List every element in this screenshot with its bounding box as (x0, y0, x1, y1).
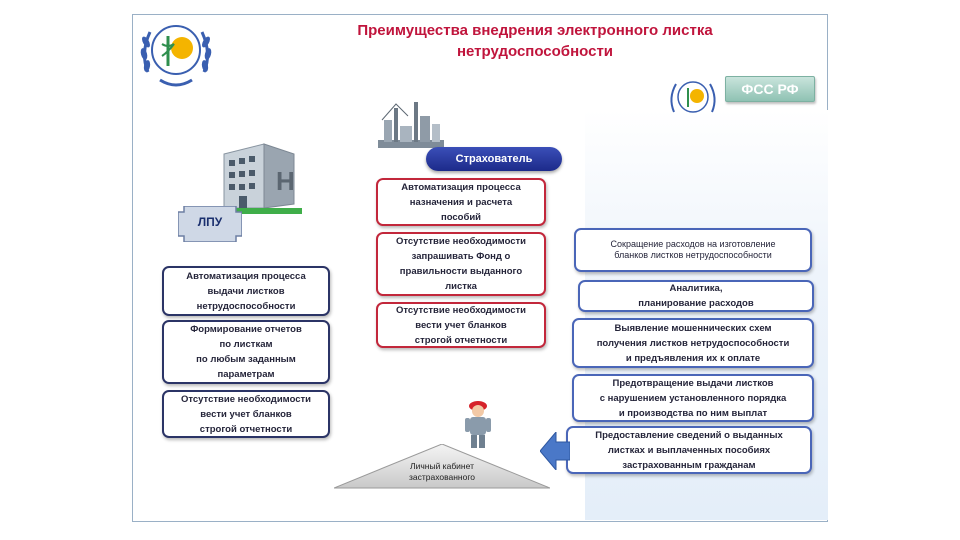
lpu-badge-shape (178, 206, 242, 242)
personal-cabinet-label[interactable]: Личный кабинет застрахованного (380, 461, 504, 483)
box-line: вести учет бланков (415, 319, 507, 331)
box-line: запрашивать Фонд о (411, 251, 511, 262)
insured-person-icon (465, 401, 491, 448)
fss-benefit-prevention: Предотвращение выдачи листков с нарушени… (572, 374, 814, 422)
personal-cabinet-shape (334, 444, 550, 489)
box-line: застрахованным гражданам (622, 459, 756, 471)
box-line: Сокращение расходов на изготовление (610, 239, 776, 249)
box-line: Отсутствие необходимости (395, 304, 527, 316)
fss-benefit-cost-reduction: Сокращение расходов на изготовление блан… (574, 228, 812, 272)
box-line: листка (445, 281, 477, 292)
lpu-benefit-automation: Автоматизация процесса выдачи листков не… (162, 266, 330, 316)
box-line: нетрудоспособности (196, 300, 296, 312)
box-line: и предъявления их к оплате (625, 352, 761, 364)
box-line: строгой отчетности (414, 334, 508, 346)
box-line: бланков листков нетрудоспособности (614, 250, 772, 260)
hospital-building-icon: Н (220, 143, 302, 214)
insurer-benefit-automation: Автоматизация процесса назначения и расч… (376, 178, 546, 226)
lpu-benefit-no-blank-accounting: Отсутствие необходимости вести учет блан… (162, 390, 330, 438)
slide-title: Преимущества внедрения электронного лист… (300, 20, 770, 62)
title-line-2: нетрудоспособности (456, 43, 614, 60)
insurer-benefit-no-blank-accounting: Отсутствие необходимости вести учет блан… (376, 302, 546, 348)
box-line: Предоставление сведений о выданных (595, 429, 783, 441)
box-line: планирование расходов (638, 298, 754, 309)
fss-benefit-info-provision: Предоставление сведений о выданных листк… (566, 426, 812, 474)
fund-emblem-logo (140, 25, 212, 87)
cabinet-line-1: Личный кабинет (410, 461, 474, 471)
box-line: пособий (440, 211, 482, 223)
box-line: вести учет бланков (200, 408, 292, 420)
factory-icon (378, 102, 444, 148)
insurer-benefit-no-fund-requests: Отсутствие необходимости запрашивать Фон… (376, 232, 546, 296)
box-line: и производства по ним выплат (618, 407, 768, 419)
box-line: Отсутствие необходимости (180, 393, 312, 405)
box-line: Аналитика, (669, 283, 723, 294)
box-line: по листкам (219, 339, 273, 350)
fss-benefit-analytics: Аналитика, планирование расходов (578, 280, 814, 312)
title-line-1: Преимущества внедрения электронного лист… (357, 22, 713, 39)
insurer-badge[interactable]: Страхователь (426, 147, 562, 171)
fss-logo-icon (670, 81, 716, 113)
box-line: Отсутствие необходимости (395, 236, 527, 247)
box-line: Предотвращение выдачи листков (612, 377, 774, 389)
fss-rf-button[interactable]: ФСС РФ (725, 76, 815, 102)
box-line: с нарушением установленного порядка (599, 392, 787, 404)
box-line: выдачи листков (207, 285, 285, 297)
box-line: по любым заданным (196, 354, 296, 365)
box-line: Автоматизация процесса (401, 181, 521, 193)
hospital-letter: Н (276, 166, 295, 196)
box-line: листках и выплаченных пособиях (607, 444, 771, 456)
lpu-benefit-reports: Формирование отчетов по листкам по любым… (162, 320, 330, 384)
box-line: правильности выданного (399, 266, 523, 277)
box-line: Формирование отчетов (190, 324, 302, 335)
lpu-label: ЛПУ (197, 215, 223, 229)
cabinet-line-2: застрахованного (408, 472, 475, 482)
box-line: строгой отчетности (199, 423, 293, 435)
box-line: Автоматизация процесса (186, 270, 306, 282)
fss-benefit-fraud-detection: Выявление мошеннических схем получения л… (572, 318, 814, 368)
box-line: параметрам (217, 369, 275, 380)
box-line: назначения и расчета (409, 196, 513, 208)
arrow-left-icon (540, 432, 570, 470)
box-line: получения листков нетрудоспособности (596, 337, 790, 349)
box-line: Выявление мошеннических схем (614, 322, 772, 334)
